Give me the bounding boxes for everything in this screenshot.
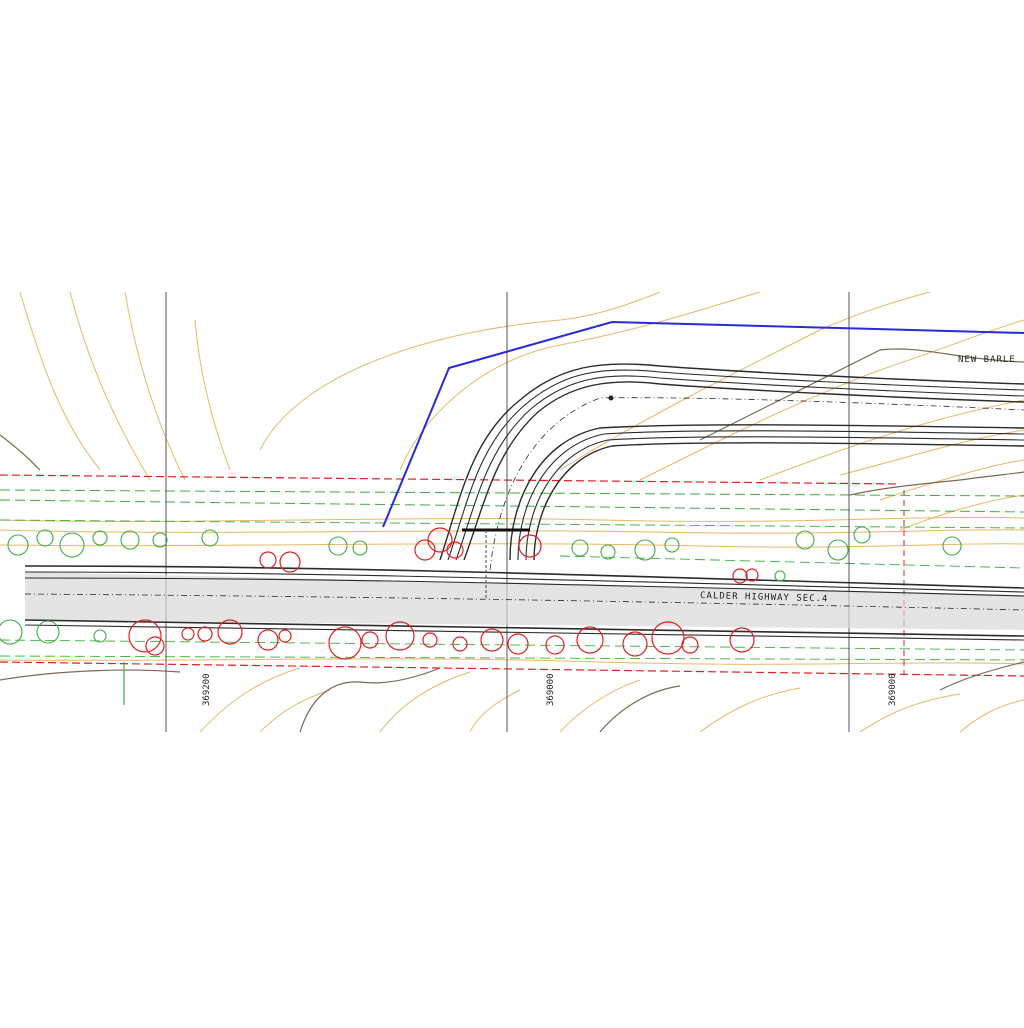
property-boundary — [0, 474, 1024, 677]
highway — [24, 565, 1024, 641]
grid-lines — [165, 292, 850, 732]
contour-lines — [0, 292, 1024, 732]
blue-boundary-line — [382, 320, 1024, 528]
grid-label-369000-b: 369000 — [888, 673, 898, 706]
new-road-label: NEW BARLE — [958, 355, 1016, 365]
highway-label: CALDER HIGHWAY SEC.4 — [700, 591, 829, 604]
trees-green — [0, 526, 962, 645]
grid-label-369200: 369200 — [202, 673, 212, 706]
slip-road — [439, 363, 1024, 600]
trees-red — [128, 527, 759, 660]
grid-label-369000-a: 369000 — [546, 673, 556, 706]
